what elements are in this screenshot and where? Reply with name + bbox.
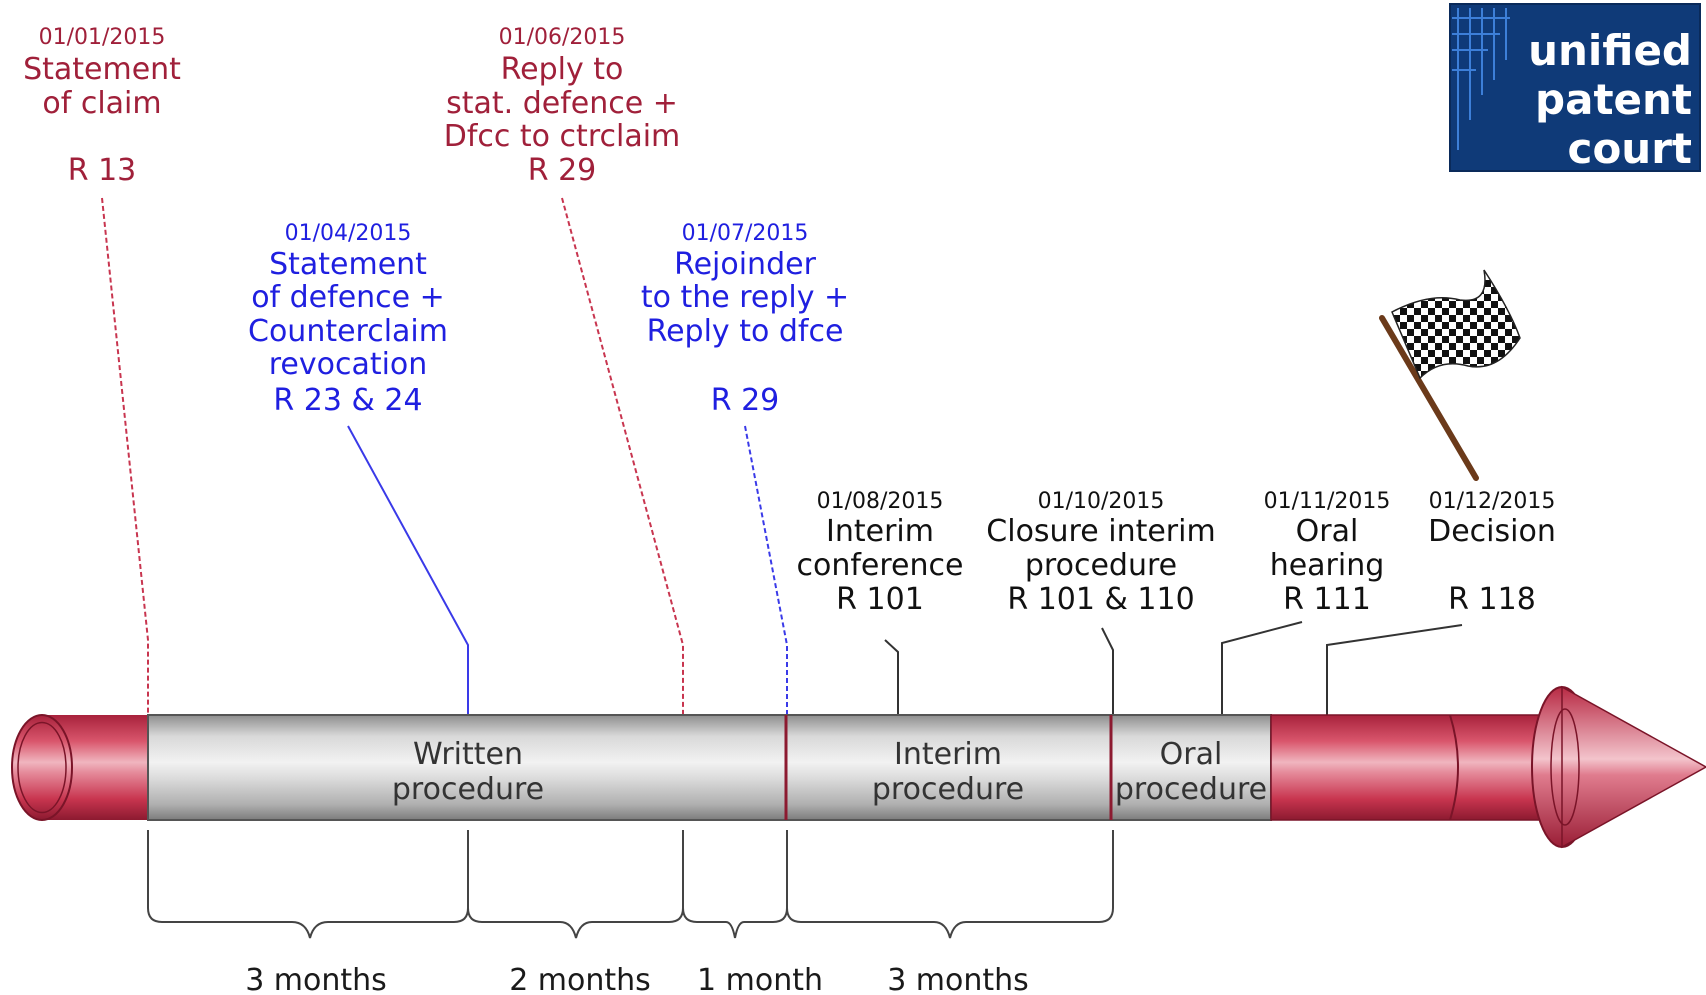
phase-written-line-1: Written — [413, 737, 523, 772]
brace-3 — [682, 830, 788, 939]
event-date: 01/10/2015 — [1038, 489, 1165, 514]
duration-1: 3 months — [245, 963, 387, 995]
event-rule: R 29 — [528, 153, 597, 188]
event-date: 01/01/2015 — [39, 25, 166, 50]
event-label-line: to the reply + — [641, 280, 849, 315]
phase-labels: Written procedure Interim procedure Oral… — [392, 737, 1267, 807]
event-label-line: hearing — [1270, 548, 1385, 583]
duration-braces — [147, 830, 1114, 939]
phase-written-line-2: procedure — [392, 772, 544, 807]
event-label-line: Reply to dfce — [647, 314, 844, 349]
brace-2 — [467, 830, 684, 939]
event-closure-interim: 01/10/2015 Closure interim procedure R 1… — [986, 489, 1215, 617]
event-label-line: Statement — [269, 247, 427, 282]
event-label-line: Oral — [1296, 514, 1359, 549]
event-label-line: procedure — [1025, 548, 1177, 583]
connector-e1 — [101, 197, 149, 715]
event-date: 01/11/2015 — [1264, 489, 1391, 514]
event-rule: R 23 & 24 — [273, 383, 422, 418]
connector-lines — [101, 197, 1463, 715]
upc-logo: unified patent court — [1449, 3, 1701, 173]
event-decision: 01/12/2015 Decision R 118 — [1428, 489, 1556, 617]
phase-interim-line-2: procedure — [872, 772, 1024, 807]
event-label-line: Rejoinder — [674, 247, 816, 282]
event-rule: R 13 — [68, 153, 137, 188]
event-statement-of-defence: 01/04/2015 Statement of defence + Counte… — [248, 221, 448, 418]
event-label-line: Statement — [23, 52, 181, 87]
connector-e8 — [1326, 624, 1463, 715]
connector-e4 — [744, 425, 788, 715]
event-label-line: Decision — [1428, 514, 1556, 549]
logo-line-3: court — [1568, 124, 1692, 173]
timeline-arrow — [11, 685, 1706, 849]
phase-oral-line-2: procedure — [1115, 772, 1267, 807]
event-rule: R 29 — [711, 383, 780, 418]
connector-e7 — [1221, 621, 1303, 715]
connector-e3 — [561, 197, 684, 715]
phase-oral-line-1: Oral — [1160, 737, 1223, 772]
phase-oral — [1110, 714, 1272, 821]
event-label-line: Interim — [826, 514, 934, 549]
event-date: 01/04/2015 — [285, 221, 412, 246]
connector-e5 — [884, 639, 899, 715]
event-rule: R 101 — [836, 582, 924, 617]
event-date: 01/06/2015 — [499, 25, 626, 50]
event-rule: R 101 & 110 — [1007, 582, 1194, 617]
duration-4: 3 months — [887, 963, 1029, 995]
event-label-line: Reply to — [501, 52, 624, 87]
phase-written — [147, 714, 787, 821]
logo-line-2: patent — [1535, 75, 1692, 124]
event-label-line: of defence + — [251, 280, 445, 315]
event-label-line: stat. defence + — [446, 86, 678, 121]
event-label-line: Closure interim — [986, 514, 1215, 549]
event-rule: R 111 — [1283, 582, 1371, 617]
event-label-line: Counterclaim — [248, 314, 448, 349]
event-reply-to-defence: 01/06/2015 Reply to stat. defence + Dfcc… — [444, 25, 681, 188]
event-rule: R 118 — [1448, 582, 1536, 617]
event-statement-of-claim: 01/01/2015 Statement of claim R 13 — [23, 25, 181, 188]
logo-line-1: unified — [1528, 26, 1692, 75]
brace-1 — [147, 830, 469, 939]
phase-interim — [785, 714, 1112, 821]
event-oral-hearing: 01/11/2015 Oral hearing R 111 — [1264, 489, 1391, 617]
checkered-flag-icon — [1379, 269, 1521, 481]
event-interim-conference: 01/08/2015 Interim conference R 101 — [797, 489, 964, 617]
brace-4 — [786, 830, 1114, 939]
event-label-line: revocation — [269, 347, 428, 382]
duration-3: 1 month — [697, 963, 823, 995]
event-label-line: of claim — [42, 86, 161, 121]
event-rejoinder: 01/07/2015 Rejoinder to the reply + Repl… — [641, 221, 849, 418]
event-date: 01/08/2015 — [817, 489, 944, 514]
connector-e2 — [347, 425, 469, 715]
event-date: 01/12/2015 — [1429, 489, 1556, 514]
event-label-line: Dfcc to ctrclaim — [444, 119, 681, 154]
event-date: 01/07/2015 — [682, 221, 809, 246]
duration-labels: 3 months 2 months 1 month 3 months — [245, 963, 1029, 995]
duration-2: 2 months — [509, 963, 651, 995]
phase-interim-line-1: Interim — [894, 737, 1002, 772]
event-label-line: conference — [797, 548, 964, 583]
connector-e6 — [1101, 627, 1114, 715]
